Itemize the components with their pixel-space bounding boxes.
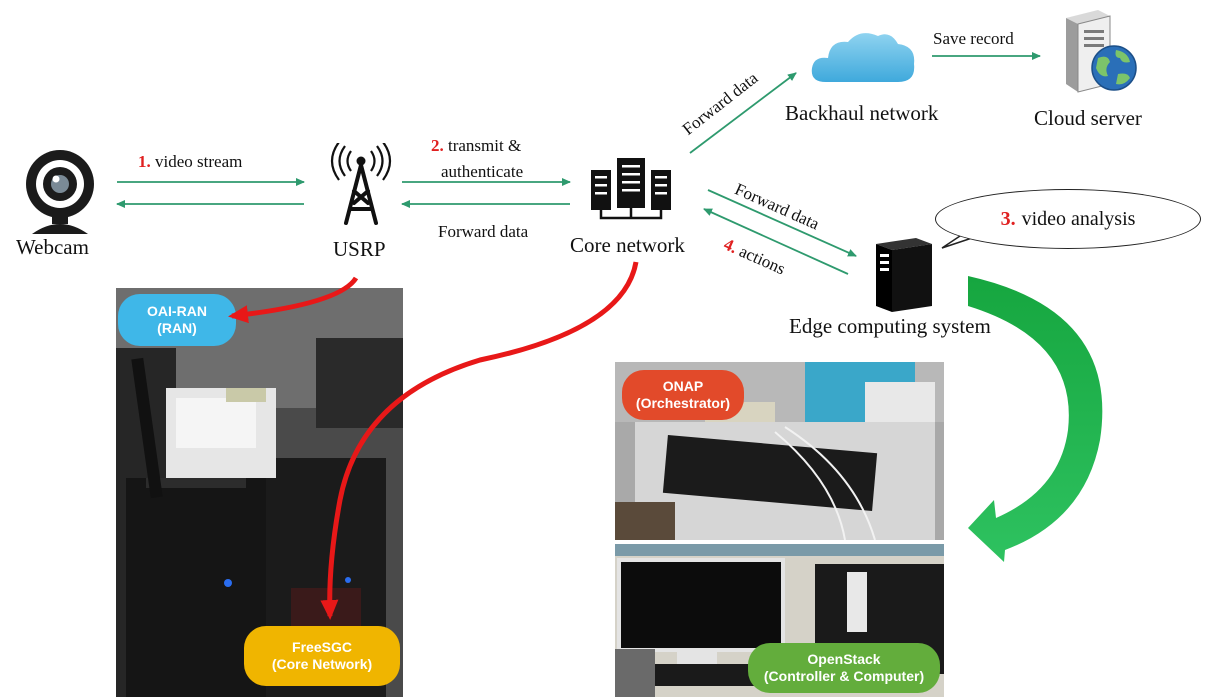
- arrow-core-to-backhaul: [689, 72, 797, 154]
- arrow-core-to-edge: [707, 189, 857, 257]
- step-3-number: 3.: [1000, 207, 1016, 230]
- core-network-label: Core network: [570, 233, 685, 257]
- red-curve-usrp-to-ran: [228, 276, 359, 324]
- cloud-icon: [811, 33, 915, 82]
- webcam-icon: [26, 150, 94, 234]
- save-record-label: Save record: [933, 29, 1014, 48]
- server-rack-icon: [591, 158, 671, 220]
- freesgc-label-line2: (Core Network): [271, 656, 373, 672]
- openstack-label: OpenStack (Controller & Computer): [748, 643, 940, 693]
- video-analysis-bubble: 3. video analysis: [935, 189, 1201, 249]
- transmit-text: transmit &: [448, 136, 522, 155]
- authenticate-label: authenticate: [441, 162, 524, 181]
- step-1-number: 1.: [138, 152, 151, 171]
- openstack-label-line2: (Controller & Computer): [763, 668, 925, 684]
- video-analysis-text: video analysis: [1021, 207, 1136, 230]
- video-stream-text: video stream: [155, 152, 243, 171]
- webcam-label: Webcam: [16, 235, 89, 259]
- openstack-label-line1: OpenStack: [807, 651, 881, 667]
- red-curve-core-to-freesgc: [320, 261, 639, 620]
- forward-data-usrp-label: Forward data: [438, 222, 529, 241]
- openstack-hardware-photo: [615, 544, 944, 697]
- oai-ran-label-line1: OAI-RAN: [147, 303, 207, 319]
- freesgc-label: FreeSGC (Core Network): [244, 626, 400, 686]
- step-2-number: 2.: [431, 136, 444, 155]
- freesgc-label-line1: FreeSGC: [292, 639, 352, 655]
- usrp-label: USRP: [333, 237, 386, 261]
- cloud-server-icon: [1066, 10, 1137, 93]
- oai-ran-label-line2: (RAN): [157, 320, 197, 336]
- transmit-label: 2. transmit &: [431, 134, 521, 157]
- onap-label-line1: ONAP: [662, 378, 704, 394]
- oai-ran-label: OAI-RAN (RAN): [118, 294, 236, 346]
- arrow-edge-to-core: [703, 208, 849, 275]
- antenna-tower-icon: [330, 143, 392, 225]
- backhaul-network-label: Backhaul network: [785, 101, 939, 125]
- edge-server-icon: [876, 238, 932, 312]
- onap-label: ONAP (Orchestrator): [622, 370, 744, 420]
- onap-label-line2: (Orchestrator): [635, 395, 731, 411]
- cloud-server-label: Cloud server: [1034, 106, 1142, 130]
- edge-computing-label: Edge computing system: [789, 314, 991, 338]
- green-curve-edge-to-photos: [968, 276, 1103, 562]
- video-stream-label: 1. video stream: [138, 150, 242, 173]
